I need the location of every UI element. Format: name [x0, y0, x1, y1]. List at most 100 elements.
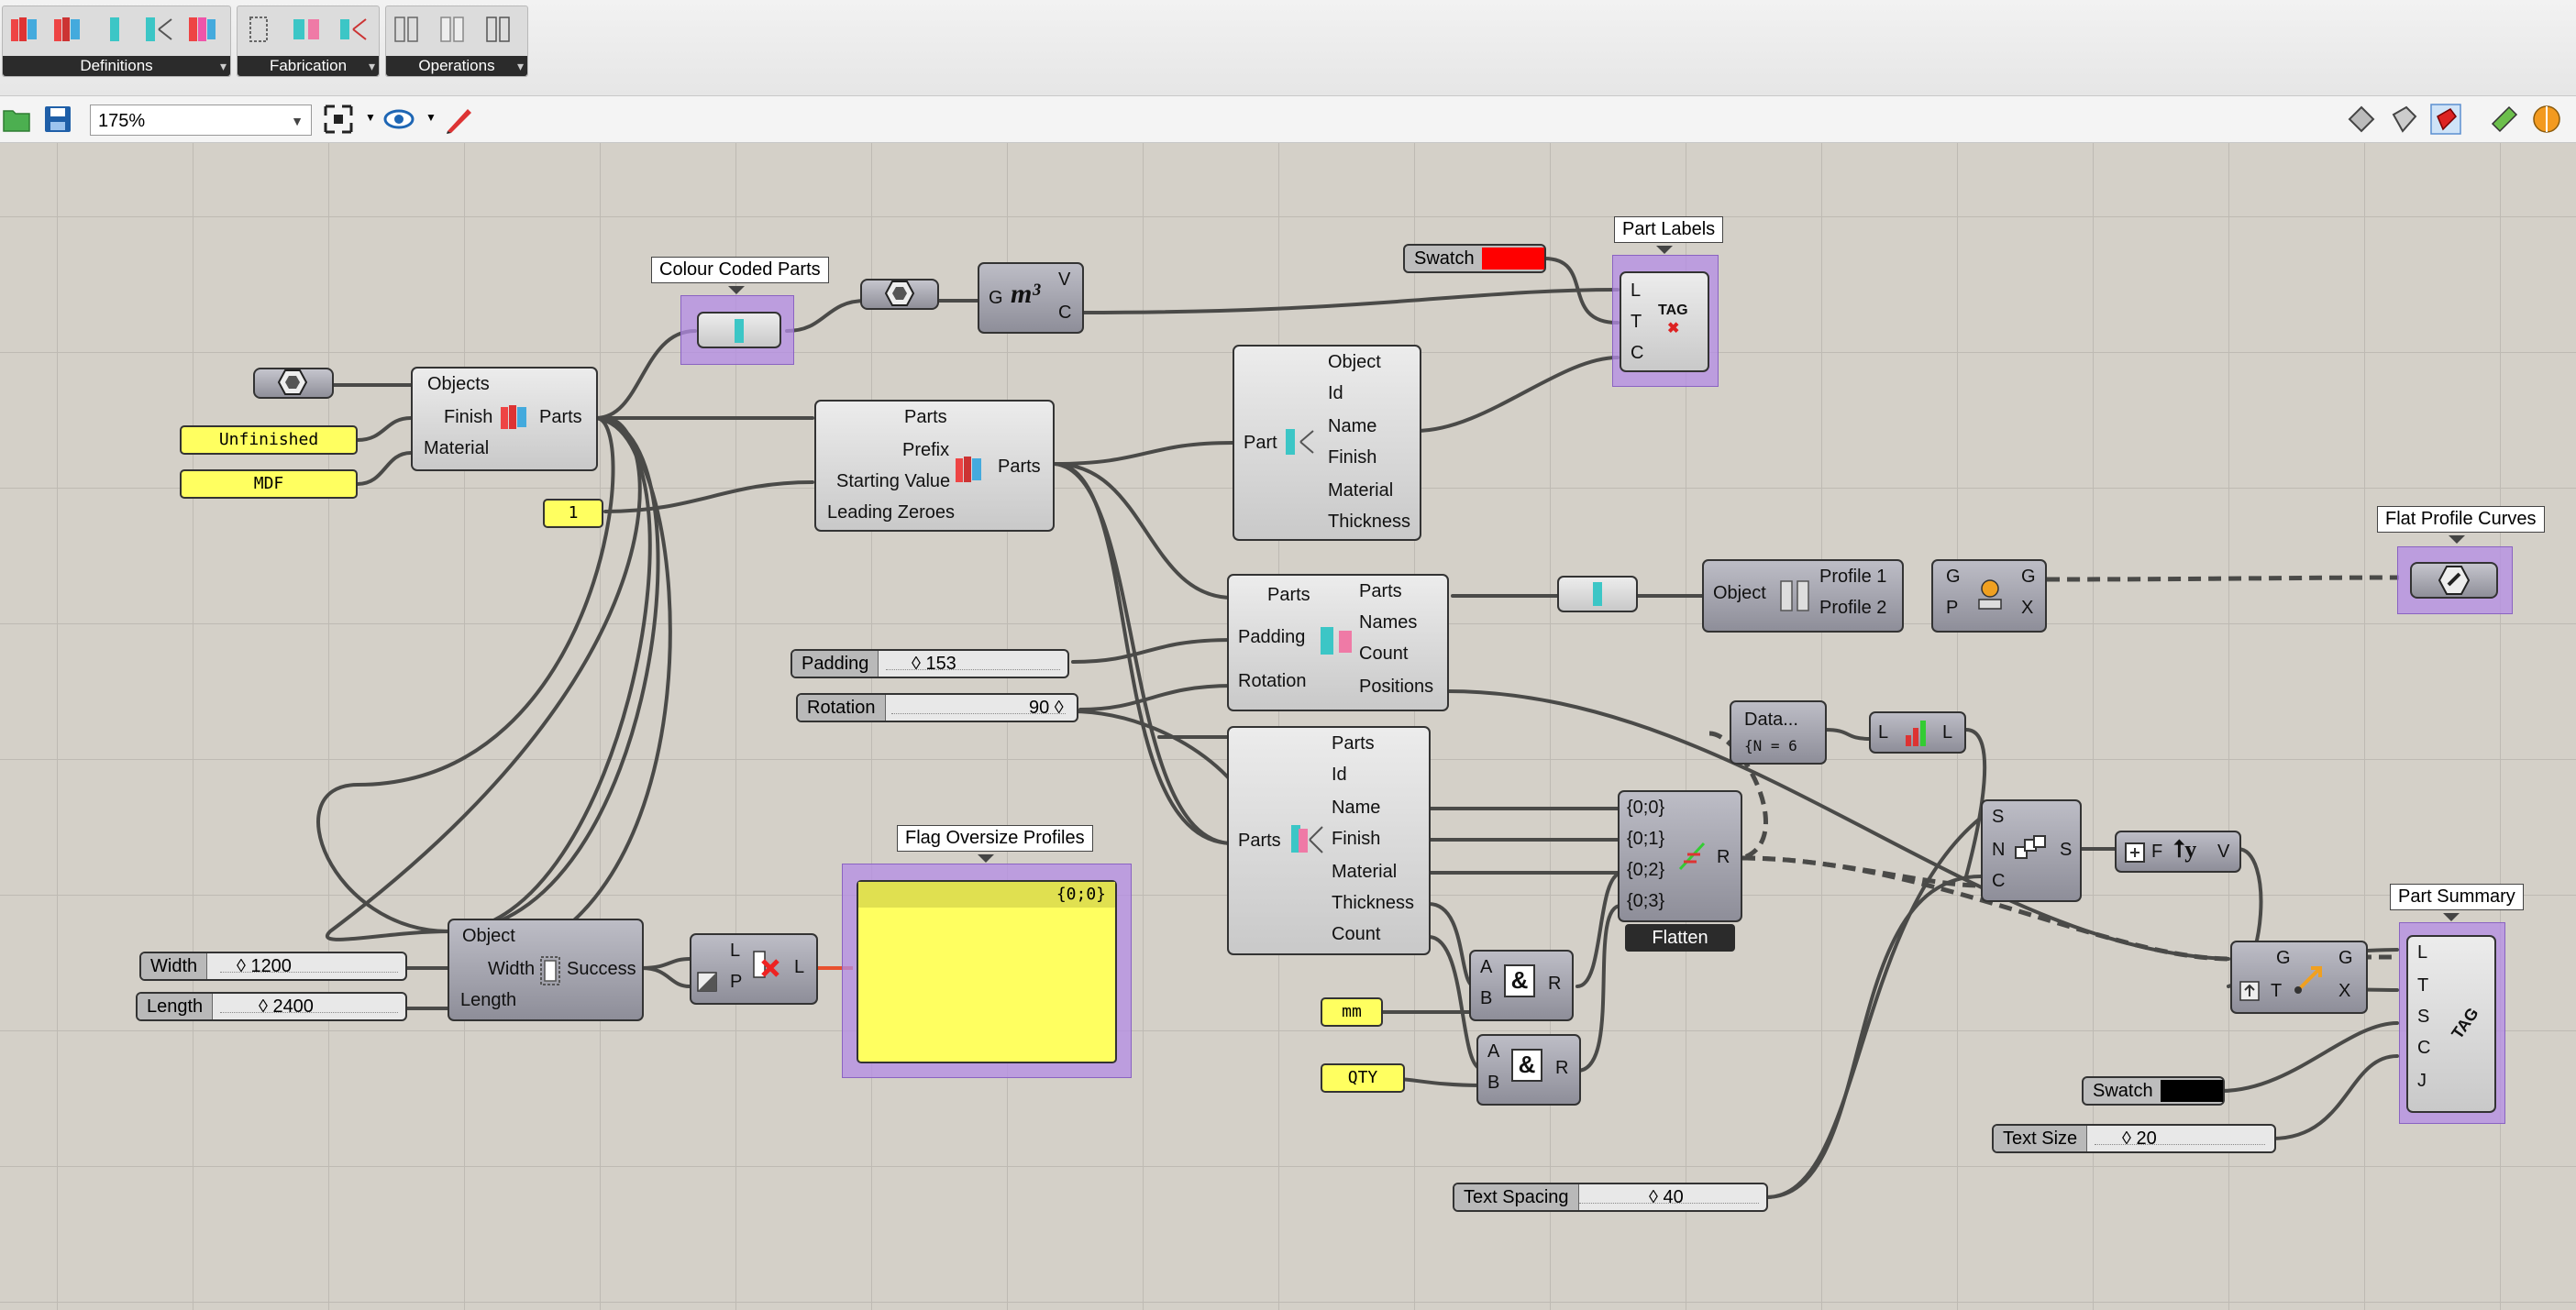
dispatch-component[interactable]: L P L — [690, 933, 818, 1005]
zoom-select[interactable]: 175%▼ — [90, 105, 312, 136]
move-component[interactable]: G T G X — [2230, 941, 2368, 1014]
ribbon-label-operations[interactable]: Operations▾ — [386, 56, 527, 76]
swatch-red[interactable]: Swatch — [1403, 244, 1546, 273]
ribbon-label-definitions[interactable]: Definitions▾ — [3, 56, 230, 76]
layout-component[interactable]: Parts Padding Rotation Parts Names Count… — [1227, 574, 1449, 711]
oversize-component[interactable]: Object Width Length Success — [448, 919, 644, 1021]
layout-icon[interactable] — [291, 14, 324, 45]
slider-track[interactable] — [1579, 1192, 1759, 1204]
slider-text-spacing[interactable]: Text Spacing ◊ 40 — [1453, 1183, 1768, 1212]
parts-colour-icon[interactable] — [186, 14, 219, 45]
chevron-down-icon[interactable]: ▼ — [426, 111, 437, 124]
slider-padding[interactable]: Padding ◊ 153 — [790, 649, 1069, 678]
preview-shaded-icon[interactable] — [2388, 104, 2419, 135]
wire — [1823, 728, 1873, 741]
profile-split-icon[interactable] — [483, 14, 516, 45]
panel-one[interactable]: 1 — [543, 499, 603, 528]
swatch-color[interactable] — [1482, 248, 1544, 270]
output-parts: Parts — [998, 457, 1041, 477]
deconstruct-part-icon[interactable] — [142, 14, 175, 45]
wire — [594, 329, 697, 420]
preview-mesh-icon[interactable] — [2531, 104, 2562, 135]
deconstruct-part-component[interactable]: Part Object Id Name Finish Material Thic… — [1233, 345, 1421, 541]
preview-eye-icon[interactable] — [383, 104, 415, 135]
chevron-down-icon[interactable]: ▼ — [365, 111, 376, 124]
series-component[interactable]: S N C S — [1981, 799, 2082, 902]
slider-text-size[interactable]: Text Size ◊ 20 — [1992, 1124, 2276, 1153]
ribbon-label-fabrication[interactable]: Fabrication▾ — [238, 56, 379, 76]
output-g: G — [2021, 567, 2036, 587]
group-label-colour-coded-parts[interactable]: Colour Coded Parts — [651, 257, 829, 283]
number-parts-component[interactable]: Parts Prefix Starting Value Leading Zero… — [814, 400, 1055, 532]
concatenate-component-2[interactable]: A B & R — [1476, 1034, 1581, 1106]
expression-component[interactable]: F ⭡y V — [2115, 831, 2241, 873]
group-label-tip — [728, 286, 745, 294]
panel-flag-oversize[interactable]: {0;0} — [857, 880, 1117, 1063]
document-preview-icon[interactable] — [2489, 104, 2520, 135]
orient-component[interactable]: G P G X — [1931, 559, 2047, 633]
input-object: Object — [1713, 583, 1766, 603]
group-label-flat-profile-curves[interactable]: Flat Profile Curves — [2377, 506, 2545, 533]
panel-mdf[interactable]: MDF — [180, 469, 358, 499]
tag-component-2[interactable]: L T S C J TAG — [2406, 935, 2496, 1113]
open-file-icon[interactable] — [2, 104, 33, 135]
panel-qty[interactable]: QTY — [1321, 1063, 1405, 1093]
part-icon[interactable] — [98, 14, 131, 45]
group-label-part-summary[interactable]: Part Summary — [2390, 884, 2524, 910]
slider-track[interactable] — [891, 702, 1066, 714]
wire — [1427, 935, 1484, 1071]
slider-track[interactable] — [220, 1001, 398, 1013]
output-finish: Finish — [1328, 447, 1377, 468]
data-recorder-component[interactable]: Data... {N = 6 — [1730, 700, 1827, 765]
slider-width[interactable]: Width ◊ 1200 — [139, 952, 407, 981]
input-object: Object — [462, 926, 515, 946]
flatten-badge[interactable]: Flatten — [1625, 924, 1735, 952]
series-icon — [2015, 835, 2046, 859]
profile-alt-icon[interactable] — [437, 14, 470, 45]
part-icon — [1593, 582, 1602, 606]
input-a: A — [1480, 957, 1493, 977]
output-l: L — [794, 957, 805, 977]
panel-mm[interactable]: mm — [1321, 997, 1383, 1027]
wire — [640, 957, 691, 970]
list-length-component[interactable]: L L — [1869, 711, 1966, 754]
parts-icon[interactable] — [8, 14, 41, 45]
ribbon-group-operations: Operations▾ — [385, 6, 528, 77]
slider-track[interactable] — [2095, 1133, 2265, 1145]
preview-wire-icon[interactable] — [2346, 104, 2377, 135]
panel-unfinished[interactable]: Unfinished — [180, 425, 358, 455]
preview-selected-icon[interactable] — [2430, 104, 2461, 135]
wire — [1764, 875, 1983, 1199]
concatenate-component-1[interactable]: A B & R — [1469, 950, 1574, 1021]
bounding-box-icon[interactable] — [243, 14, 276, 45]
slider-track[interactable] — [220, 961, 398, 973]
sketch-pen-icon[interactable] — [444, 104, 475, 135]
define-parts-component[interactable]: Objects Finish Material Parts — [411, 367, 598, 471]
graph-canvas[interactable]: Colour Coded Parts Part Labels Flat Prof… — [0, 143, 2576, 1310]
slider-padding-label: Padding — [792, 651, 879, 677]
part-summary-component[interactable]: Parts Parts Id Name Finish Material Thic… — [1227, 726, 1431, 955]
tag-icon: TAG — [2448, 1004, 2482, 1042]
profile-component[interactable]: Object Profile 1 Profile 2 — [1702, 559, 1904, 633]
volume-component[interactable]: G m³ V C — [978, 262, 1084, 334]
tag-component-1[interactable]: L T C TAG✖ — [1620, 271, 1709, 372]
save-file-icon[interactable] — [42, 104, 73, 135]
merge-component[interactable]: {0;0} {0;1} {0;2} {0;3} R — [1618, 790, 1742, 922]
input-n: N — [1992, 840, 2006, 860]
profile-icon[interactable] — [392, 14, 425, 45]
wire — [1069, 710, 1249, 823]
group-label-part-labels[interactable]: Part Labels — [1614, 216, 1724, 243]
wire — [1575, 903, 1623, 1073]
slider-track[interactable] — [886, 658, 1060, 670]
swatch-black[interactable]: Swatch — [2082, 1076, 2225, 1106]
input-p: P — [1946, 598, 1959, 618]
output-positions: Positions — [1359, 677, 1434, 697]
parts-multi-icon[interactable] — [52, 14, 85, 45]
slider-length[interactable]: Length ◊ 2400 — [136, 992, 407, 1021]
input-c: C — [2417, 1038, 2431, 1058]
slider-rotation[interactable]: Rotation 90 ◊ — [796, 693, 1078, 722]
group-label-flag-oversize-profiles[interactable]: Flag Oversize Profiles — [897, 825, 1093, 852]
summary-icon[interactable] — [337, 14, 370, 45]
swatch-color[interactable] — [2161, 1080, 2223, 1102]
zoom-extents-icon[interactable] — [323, 104, 354, 135]
